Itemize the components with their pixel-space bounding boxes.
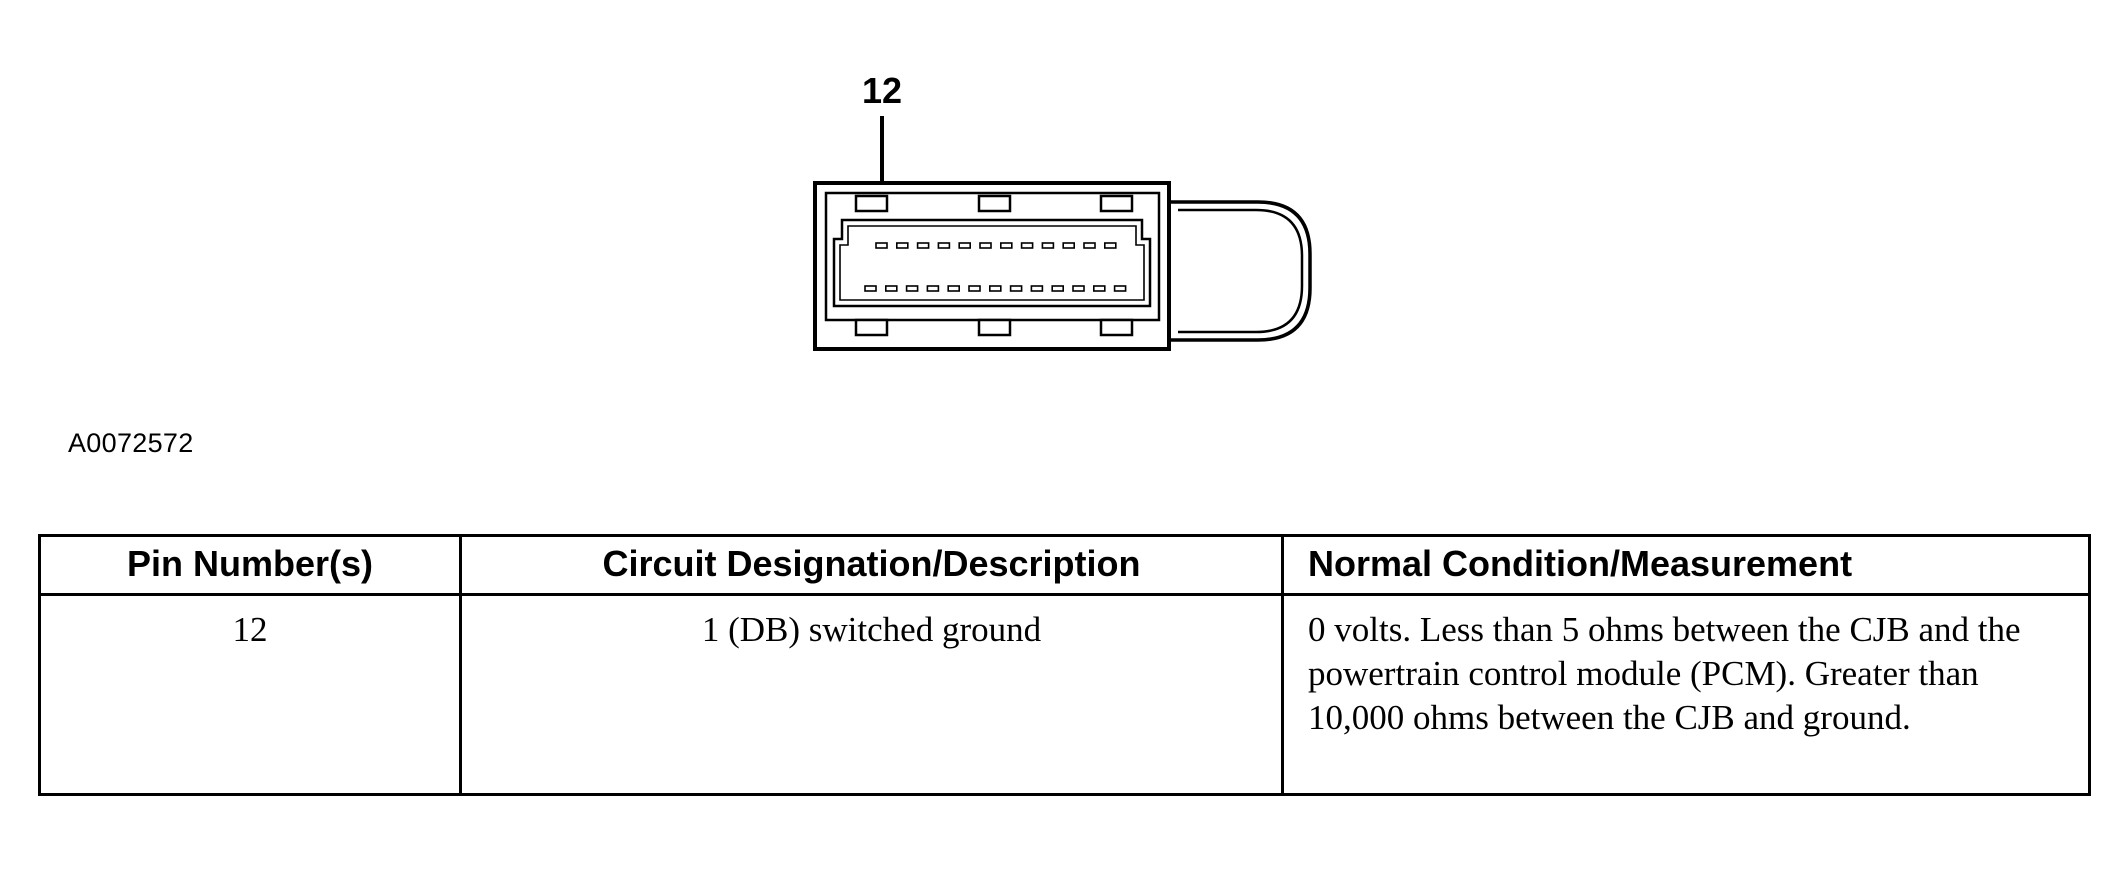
pin-slot: [895, 242, 909, 249]
pin-slot: [1020, 242, 1034, 249]
pin-slot: [1104, 242, 1117, 249]
pin-slot: [864, 285, 877, 292]
pin-slot: [1009, 285, 1023, 292]
cell-circuit: 1 (DB) switched ground: [459, 593, 1284, 796]
connector-latch-tab: [1168, 200, 1312, 342]
connector-diagram: 12: [813, 70, 1312, 351]
pin-row-top: [875, 242, 1117, 249]
pin-slot: [937, 242, 951, 249]
bottom-ribs: [854, 318, 1134, 337]
pin-callout-label: 12: [862, 70, 902, 111]
pin-slot: [1083, 242, 1096, 249]
pin-slot: [999, 242, 1013, 249]
pin-slot: [1093, 285, 1106, 292]
pin-slot: [926, 285, 940, 292]
pinout-table: Pin Number(s) Circuit Designation/Descri…: [38, 534, 2091, 796]
top-ribs: [854, 194, 1134, 213]
pin-row-bottom: [864, 285, 1127, 292]
pin-slot: [1030, 285, 1044, 292]
pin-slot: [884, 285, 898, 292]
pin-slot: [968, 285, 981, 292]
terminal-cavity-inner: [839, 225, 1145, 301]
header-pin-numbers: Pin Number(s): [38, 534, 462, 596]
pin-slot: [916, 242, 930, 249]
pin-slot: [1041, 242, 1055, 249]
table-row: 12 1 (DB) switched ground 0 volts. Less …: [38, 593, 2091, 796]
figure-code: A0072572: [68, 428, 194, 458]
header-normal-condition: Normal Condition/Measurement: [1281, 534, 2091, 596]
pin-slot: [875, 242, 888, 249]
terminal-cavity: [832, 218, 1152, 308]
pin-slot: [1051, 285, 1064, 292]
pin-slot: [988, 285, 1002, 292]
table-header-row: Pin Number(s) Circuit Designation/Descri…: [38, 534, 2091, 596]
connector-latch-tab-inner: [1178, 208, 1304, 334]
pin-slot: [1072, 285, 1085, 292]
pin-slot: [1062, 242, 1075, 249]
pin-slot: [1113, 285, 1127, 292]
pin-slot: [905, 285, 919, 292]
pin-slot: [947, 285, 961, 292]
header-circuit-description: Circuit Designation/Description: [459, 534, 1284, 596]
pin-slot: [979, 242, 992, 249]
cell-measurement: 0 volts. Less than 5 ohms between the CJ…: [1281, 593, 2091, 796]
pin-slot: [958, 242, 972, 249]
cell-pin-number: 12: [38, 593, 462, 796]
